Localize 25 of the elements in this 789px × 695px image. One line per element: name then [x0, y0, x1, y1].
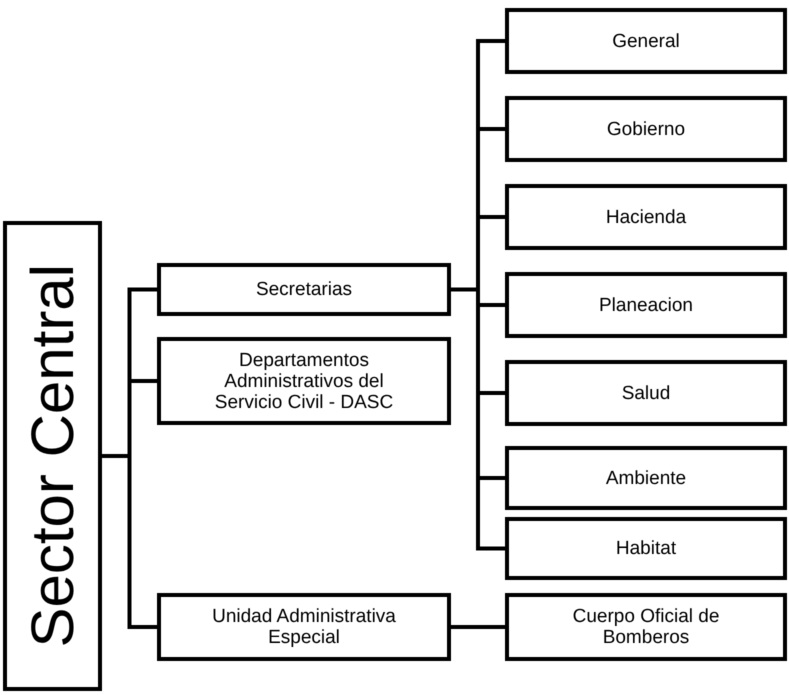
box-label: General: [611, 30, 681, 52]
box-label: Unidad Administrativa Especial: [211, 606, 397, 648]
connector-line: [451, 625, 505, 629]
org-box: [505, 446, 787, 510]
box-label: Salud: [620, 382, 672, 404]
box-label: Departamentos Administrativos del Servicio Civil - DASC: [214, 350, 394, 412]
org-box: [505, 360, 787, 426]
box-label: Gobierno: [606, 118, 686, 140]
org-box: [505, 96, 787, 162]
org-box: [157, 593, 451, 661]
org-box: [157, 337, 451, 425]
box-label: Hacienda: [604, 206, 688, 228]
org-box: [157, 263, 451, 316]
sector-box: [3, 221, 102, 691]
box-label: Habitat: [614, 538, 678, 559]
box-label: Planeacion: [598, 294, 694, 316]
box-label: Ambiente: [604, 468, 688, 488]
box-label: Secretarias: [254, 279, 354, 300]
org-box: [505, 517, 787, 580]
box-label: Cuerpo Oficial de Bomberos: [572, 606, 720, 648]
org-box: [505, 593, 787, 661]
org-box: [505, 184, 787, 250]
org-box: [505, 272, 787, 338]
org-box: [505, 8, 787, 74]
box-label: Sector Central: [22, 264, 82, 648]
